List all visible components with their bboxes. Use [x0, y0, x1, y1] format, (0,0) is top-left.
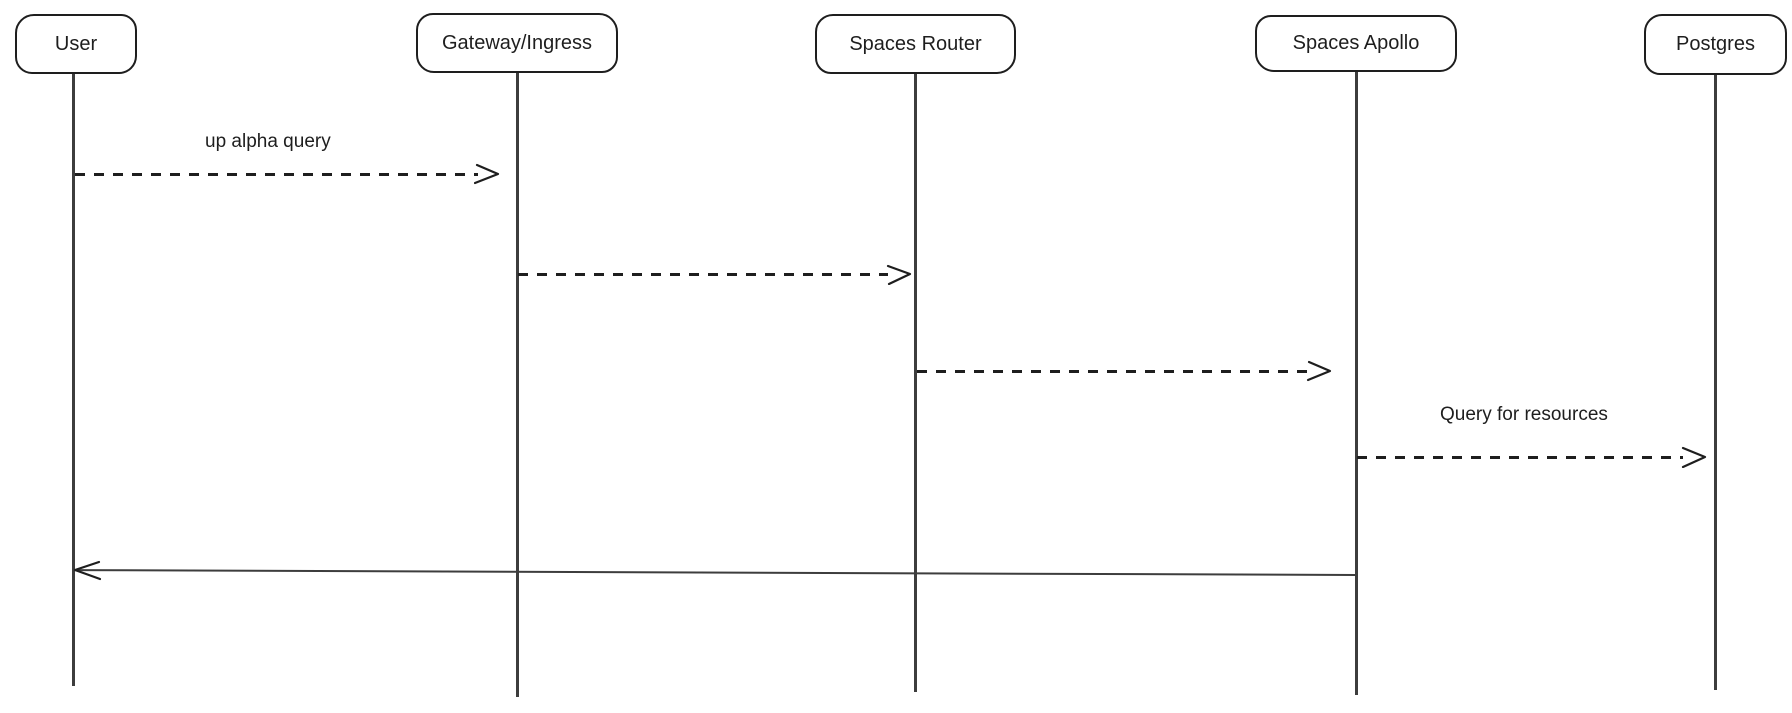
message-line-user-to-gateway	[75, 173, 478, 176]
arrowhead-right-icon	[886, 264, 912, 285]
participant-label-gateway-ingress: Gateway/Ingress	[441, 31, 593, 54]
message-line-gateway-to-router	[518, 273, 888, 276]
lifeline-spaces-apollo	[1355, 72, 1358, 695]
arrowhead-left-icon	[73, 560, 102, 581]
participant-box-gateway-ingress: Gateway/Ingress	[416, 13, 618, 73]
message-line-apollo-to-user	[74, 569, 1357, 576]
participant-label-spaces-apollo: Spaces Apollo	[1292, 32, 1420, 54]
participant-box-spaces-apollo: Spaces Apollo	[1255, 15, 1457, 72]
participant-label-spaces-router: Spaces Router	[849, 32, 982, 55]
participant-label-user: User	[54, 32, 98, 55]
arrowhead-right-icon	[474, 163, 500, 185]
participant-box-postgres: Postgres	[1644, 14, 1787, 75]
arrowhead-right-icon	[1681, 446, 1707, 468]
participant-label-postgres: Postgres	[1676, 33, 1755, 55]
lifeline-postgres	[1714, 75, 1717, 690]
participant-box-spaces-router: Spaces Router	[815, 14, 1016, 74]
message-label-query-for-resources: Query for resources	[1440, 404, 1608, 425]
arrowhead-right-icon	[1306, 360, 1332, 382]
lifeline-user	[72, 74, 75, 686]
message-line-apollo-to-postgres	[1357, 456, 1683, 459]
participant-box-user: User	[15, 14, 137, 74]
lifeline-spaces-router	[914, 74, 917, 692]
message-label-up-alpha-query: up alpha query	[205, 131, 331, 152]
lifeline-gateway-ingress	[516, 73, 519, 697]
message-line-router-to-apollo	[917, 370, 1308, 373]
